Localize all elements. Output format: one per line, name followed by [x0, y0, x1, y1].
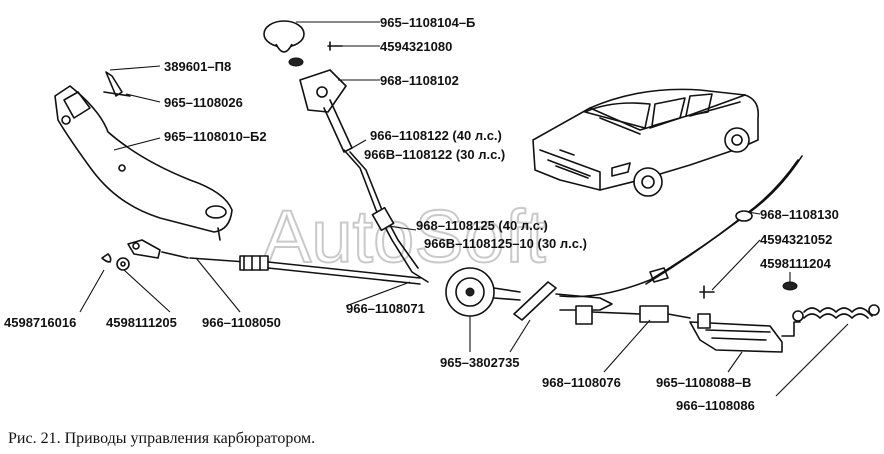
part-label: 965–1108026: [164, 95, 243, 110]
leader-lines: [79, 21, 849, 397]
part-label: 4598111205: [106, 315, 177, 330]
part-label: 966–1108071: [346, 301, 425, 316]
part-label: 389601–П8: [164, 59, 231, 74]
part-label: 4598716016: [4, 315, 76, 330]
part-labels: 965–1108104–Б 4594321080 389601–П8 968–1…: [4, 15, 839, 413]
choke-knob-assembly: [263, 20, 429, 283]
throttle-cable: [559, 155, 803, 298]
part-label: 4598111204: [760, 256, 832, 271]
part-label: 968–1108130: [760, 207, 839, 222]
lower-linkage: [101, 239, 421, 285]
part-label: 966–1108122 (40 л.с.): [370, 128, 502, 143]
part-label: 968–1108076: [542, 375, 621, 390]
watermark: AutoSoft: [262, 195, 546, 278]
pedal-body: [54, 71, 233, 241]
part-label: 966–1108086: [676, 398, 755, 413]
part-label: 968–1108102: [380, 73, 459, 88]
car-illustration: [532, 88, 760, 197]
part-label: 965–1108088–В: [656, 375, 751, 390]
pulley-assembly: [445, 267, 691, 325]
part-label: 966–1108050: [202, 315, 281, 330]
lever-and-spring: [689, 281, 880, 353]
part-label: 968–1108125 (40 л.с.): [416, 218, 548, 233]
part-label: 965–3802735: [440, 355, 520, 370]
part-label: 966В–1108122 (30 л.с.): [364, 147, 505, 162]
part-label: 965–1108010–Б2: [164, 129, 267, 144]
part-label: 4594321052: [760, 232, 832, 247]
figure-caption: Рис. 21. Приводы управления карбюратором…: [8, 430, 316, 447]
part-label: 966В–1108125–10 (30 л.с.): [424, 236, 587, 251]
part-label: 4594321080: [380, 39, 452, 54]
part-label: 965–1108104–Б: [380, 15, 475, 30]
